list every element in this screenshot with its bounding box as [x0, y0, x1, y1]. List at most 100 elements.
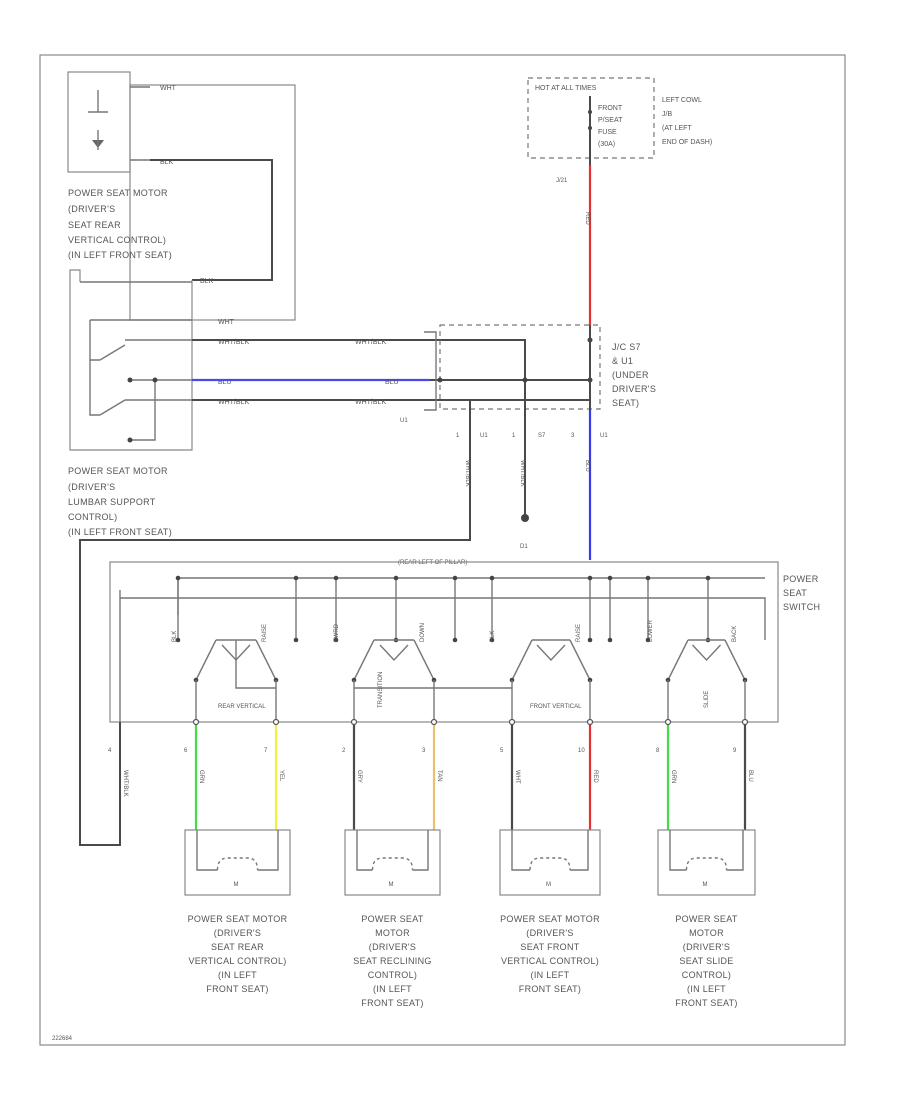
red-feed-label: RED: [584, 212, 590, 225]
harness-wire-label-0: WHT/BLK: [122, 770, 128, 797]
power-seat-switch: POWER SEAT SWITCH REAR VERTICAL TRANSITI…: [109, 561, 820, 723]
switch-tap-node-low-4: [452, 637, 458, 643]
fuse-line-2: P/SEAT: [598, 117, 623, 124]
fuse-label: FRONT P/SEAT FUSE (30A): [598, 105, 624, 148]
harness-wire-label-6: RED: [592, 770, 598, 783]
top-motor-label-2: (DRIVER'S: [68, 204, 115, 214]
rocker-arm-2: [536, 644, 566, 662]
motor-armature-1: [216, 857, 259, 871]
switch-tap-node-5: [489, 575, 495, 581]
harness-pin-6: [586, 718, 594, 726]
switch-tap-node-low-2: [333, 637, 339, 643]
motor-label-1-line-6: FRONT SEAT): [206, 984, 268, 994]
drop-pin-1: 1: [456, 433, 460, 439]
contact-rear-1: BLK: [172, 631, 178, 642]
motor-armature-2: [371, 857, 414, 871]
figure-id: 222684: [52, 1036, 73, 1042]
harness-pin-label-7: 8: [656, 748, 660, 754]
harness-pin-4: [430, 718, 438, 726]
switch-box: [109, 561, 779, 723]
switch-tap-node-low-6: [587, 637, 593, 643]
switch-label-1: POWER: [783, 574, 819, 584]
top-motor-label-4: VERTICAL CONTROL): [68, 235, 166, 245]
junction-label-4: DRIVER'S: [612, 384, 656, 394]
contact-front-3: LOWER: [648, 619, 654, 642]
switch-label-2: SEAT: [783, 588, 807, 598]
switch-label-3: SWITCH: [783, 602, 820, 612]
motor-armature-3: [529, 857, 571, 871]
lumbar-wire-2: WHT/BLK: [218, 339, 249, 346]
harness-wires: 4WHT/BLK6GRN7YEL2GRY3TAN5WHT10RED8GRN9BL…: [108, 718, 753, 830]
lumbar-label-4: CONTROL): [68, 512, 117, 522]
section-rear: REAR VERTICAL: [218, 704, 266, 710]
motor-symbol-1: M: [234, 882, 239, 888]
lumbar-label-3: LUMBAR SUPPORT: [68, 497, 156, 507]
fuse-loc-2: J/B: [662, 111, 672, 118]
motor-armature-4: [685, 857, 728, 871]
drop-wire-2: WHT/BLK: [519, 460, 525, 487]
fuse-line-1: FRONT: [598, 105, 623, 112]
motor-label-3-line-1: POWER SEAT MOTOR: [500, 914, 600, 924]
fuse-location: LEFT COWL J/B (AT LEFT END OF DASH): [662, 97, 712, 146]
top-motor-group: WHT BLK BLK POWER SEAT MOTOR (DRIVER'S S…: [67, 71, 296, 321]
harness-pin-label-0: 4: [108, 748, 112, 754]
motor-leads-1: [196, 830, 279, 871]
drop-wire-1: WHT/BLK: [464, 460, 470, 487]
harness-wire-label-3: GRY: [356, 770, 362, 783]
diagram-frame: [39, 54, 846, 1046]
junction-label: J/C S7 & U1 (UNDER DRIVER'S SEAT): [612, 342, 659, 408]
contact-slide-1: BACK: [732, 626, 738, 642]
motor-label-4-line-5: CONTROL): [682, 970, 731, 980]
junction-wire-2: BLU: [385, 379, 399, 386]
motor-label-3-line-4: VERTICAL CONTROL): [501, 956, 599, 966]
rear-crossbar: [235, 640, 276, 689]
switch-tap-node-3: [393, 575, 399, 581]
lumbar-wire-1: WHT: [218, 319, 235, 326]
switch-tap-node-low-8: [645, 637, 651, 643]
motor-row: M POWER SEAT MOTOR (DRIVER'S SEAT REAR VERTI…: [184, 829, 756, 1008]
fuse-line-4: (30A): [598, 141, 615, 148]
top-motor-label-3: SEAT REAR: [68, 220, 121, 230]
motor-label-1-line-3: SEAT REAR: [211, 942, 264, 952]
harness-wire-label-5: WHT: [514, 770, 520, 784]
motor-label-2-line-2: MOTOR: [375, 928, 410, 938]
lumbar-wire-4: WHT/BLK: [218, 399, 249, 406]
harness-pin-label-5: 5: [500, 748, 504, 754]
junction-conn-1: U1: [400, 418, 408, 424]
lumbar-wire-3: BLU: [218, 379, 232, 386]
switch-tap-node-8: [645, 575, 651, 581]
harness-wire-label-2: YEL: [278, 770, 284, 782]
motor-leads-3: [511, 830, 589, 871]
motor-label-3-line-5: (IN LEFT: [531, 970, 570, 980]
harness-pin-1: [192, 718, 200, 726]
lumbar-label-5: (IN LEFT FRONT SEAT): [68, 527, 172, 537]
junction-label-1: J/C S7: [612, 342, 641, 352]
motor-label-2-line-5: CONTROL): [368, 970, 417, 980]
left-return-wire: [79, 539, 192, 846]
lumbar-motor-label: POWER SEAT MOTOR (DRIVER'S LUMBAR SUPPOR…: [68, 466, 172, 537]
top-motor-box: [67, 71, 131, 173]
rocker-arm-3: [691, 644, 722, 662]
motor-label-2-line-7: FRONT SEAT): [361, 998, 423, 1008]
ground-note: (REAR LEFT OF PILLAR): [398, 560, 467, 566]
top-motor-bracket: [129, 84, 296, 321]
contact-trans-2: DOWN: [420, 623, 426, 642]
top-motor-label: POWER SEAT MOTOR (DRIVER'S SEAT REAR VER…: [68, 188, 172, 260]
harness-pin-5: [508, 718, 516, 726]
motor-label-4-line-7: FRONT SEAT): [675, 998, 737, 1008]
motor-symbol-2: M: [389, 882, 394, 888]
switch-tap-node-low-7: [607, 637, 613, 643]
top-motor-label-5: (IN LEFT FRONT SEAT): [68, 250, 172, 260]
motor-label-3-line-2: (DRIVER'S: [526, 928, 573, 938]
motor-label-4-line-6: (IN LEFT: [687, 984, 726, 994]
contact-front-1: BLK: [490, 631, 496, 642]
harness-pin-label-8: 9: [733, 748, 737, 754]
motor-box-4: [657, 829, 756, 896]
lumbar-motor-group: WHT WHT/BLK BLU WHT/BLK POWER SEAT MOTOR…: [68, 269, 249, 537]
rocker-2: [511, 639, 591, 681]
motor-label-1-line-2: (DRIVER'S: [214, 928, 261, 938]
